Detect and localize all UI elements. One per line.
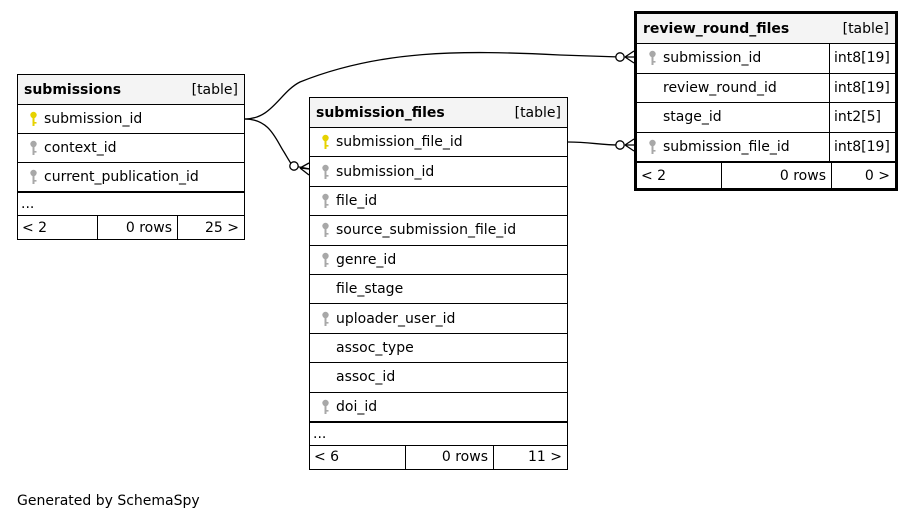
more-columns: ... <box>18 191 244 215</box>
column-row[interactable]: assoc_type <box>310 332 567 362</box>
table-header: submissions [table] <box>18 75 244 104</box>
table-header: submission_files [table] <box>310 98 567 127</box>
optional-marker <box>289 161 299 171</box>
column-type: int8[19] <box>829 44 895 73</box>
column-row[interactable]: submission_id <box>18 104 244 133</box>
table-footer: < 2 0 rows 25 > <box>18 215 244 239</box>
table-kind: [table] <box>191 81 238 98</box>
table-name: submission_files <box>316 104 445 121</box>
table-header: review_round_files [table] <box>637 14 895 43</box>
table-review-round-files[interactable]: review_round_files [table] submission_id… <box>634 11 898 191</box>
table-kind: [table] <box>514 104 561 121</box>
column-row[interactable]: genre_id <box>310 244 567 274</box>
foreign-key-icon <box>314 252 336 268</box>
optional-marker <box>615 52 625 62</box>
column-type: int2[5] <box>829 103 895 132</box>
column-name: assoc_type <box>336 339 414 356</box>
column-name: file_id <box>336 192 378 209</box>
more-columns: ... <box>310 420 567 445</box>
column-row[interactable]: file_id <box>310 185 567 215</box>
column-name: current_publication_id <box>44 169 199 185</box>
primary-key-icon <box>314 134 336 150</box>
foreign-key-icon <box>314 399 336 415</box>
row-count: 0 rows <box>721 163 831 188</box>
column-name: file_stage <box>336 281 404 298</box>
column-name: doi_id <box>336 398 378 415</box>
foreign-key-icon <box>314 311 336 327</box>
optional-marker <box>615 140 625 150</box>
column-row[interactable]: context_id <box>18 133 244 162</box>
table-footer: < 2 0 rows 0 > <box>637 161 895 188</box>
foreign-key-icon <box>314 164 336 180</box>
crowfoot-marker <box>299 162 310 176</box>
table-name: submissions <box>24 81 122 98</box>
column-row[interactable]: submission_file_id int8[19] <box>637 131 895 161</box>
foreign-key-icon <box>314 193 336 209</box>
foreign-key-icon <box>641 139 663 155</box>
column-row[interactable]: current_publication_id <box>18 162 244 191</box>
column-name: genre_id <box>336 251 397 268</box>
column-name: assoc_id <box>336 369 396 386</box>
children-link[interactable]: 11 > <box>493 445 567 469</box>
parents-link[interactable]: < 2 <box>641 167 667 184</box>
table-submissions[interactable]: submissions [table] submission_id contex… <box>17 74 245 240</box>
column-name: context_id <box>44 140 117 156</box>
column-row[interactable]: submission_id <box>310 156 567 185</box>
link-submissions-review-round-files <box>244 51 621 120</box>
foreign-key-icon <box>314 222 336 238</box>
children-link[interactable]: 0 > <box>831 163 895 188</box>
column-name: submission_id <box>44 111 143 127</box>
foreign-key-icon <box>22 169 44 185</box>
column-type: int8[19] <box>829 132 895 161</box>
parents-link[interactable]: < 2 <box>22 219 48 236</box>
link-submissions-submission-files <box>244 118 311 170</box>
column-type: int8[19] <box>829 73 895 102</box>
column-row[interactable]: uploader_user_id <box>310 303 567 332</box>
column-name: source_submission_file_id <box>336 222 517 239</box>
column-name: submission_file_id <box>663 138 790 155</box>
column-name: submission_id <box>663 50 762 67</box>
crowfoot-marker <box>624 138 635 152</box>
crowfoot-marker <box>624 50 635 64</box>
column-row[interactable]: review_round_id int8[19] <box>637 72 895 102</box>
foreign-key-icon <box>641 50 663 66</box>
foreign-key-icon <box>22 140 44 156</box>
column-name: submission_id <box>336 163 435 180</box>
column-name: stage_id <box>663 109 722 126</box>
column-row[interactable]: submission_file_id <box>310 127 567 156</box>
column-row[interactable]: file_stage <box>310 273 567 303</box>
row-count: 0 rows <box>97 216 177 239</box>
table-name: review_round_files <box>643 20 790 37</box>
row-count: 0 rows <box>405 445 493 469</box>
column-row[interactable]: assoc_id <box>310 362 567 391</box>
column-name: submission_file_id <box>336 134 463 151</box>
column-name: uploader_user_id <box>336 310 456 327</box>
children-link[interactable]: 25 > <box>177 216 244 239</box>
column-name: review_round_id <box>663 79 777 96</box>
primary-key-icon <box>22 111 44 127</box>
table-footer: < 6 0 rows 11 > <box>310 444 567 469</box>
schemaspy-credit: Generated by SchemaSpy <box>17 493 200 509</box>
table-kind: [table] <box>842 20 889 37</box>
link-submission-files-review-round-files <box>567 141 621 146</box>
column-row[interactable]: source_submission_file_id <box>310 215 567 244</box>
column-row[interactable]: doi_id <box>310 391 567 421</box>
parents-link[interactable]: < 6 <box>314 449 340 466</box>
column-row[interactable]: stage_id int2[5] <box>637 102 895 132</box>
column-row[interactable]: submission_id int8[19] <box>637 43 895 73</box>
table-submission-files[interactable]: submission_files [table] submission_file… <box>309 97 568 470</box>
